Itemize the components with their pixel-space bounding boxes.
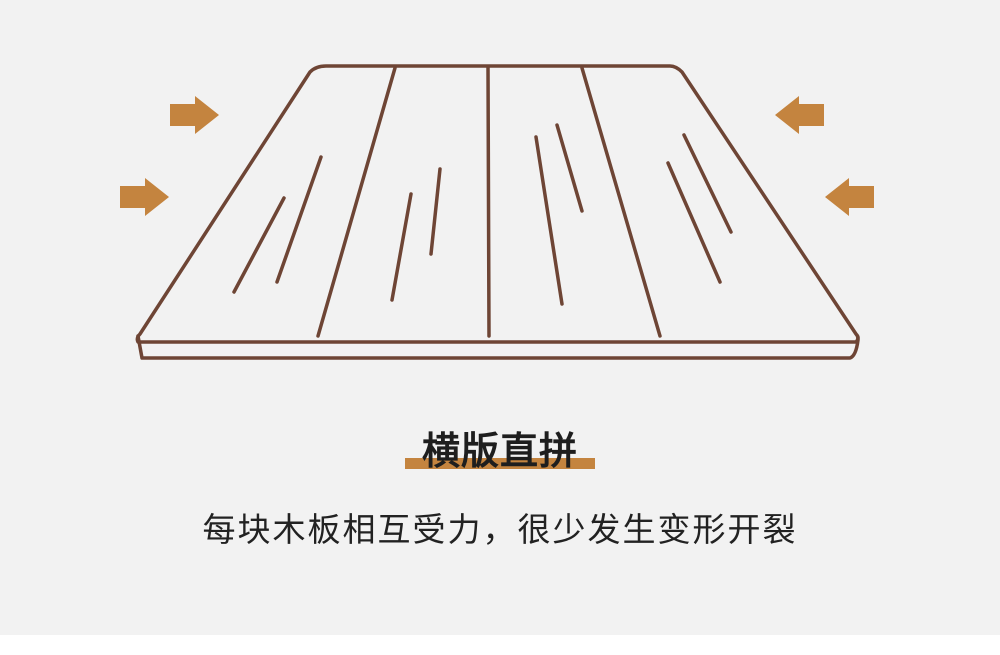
grain-line (682, 133, 733, 234)
title-underline (405, 458, 595, 469)
arrow-right-icon (120, 178, 169, 216)
board-top-outline (135, 64, 860, 344)
grain-line (534, 135, 564, 306)
plank-seam (316, 66, 397, 338)
grain-line (429, 167, 442, 256)
background-panel (0, 0, 1000, 635)
subtitle: 每块木板相互受力，很少发生变形开裂 (202, 510, 798, 549)
arrow-left-icon (775, 96, 824, 134)
arrow-right-icon (170, 96, 219, 134)
title: 横版直拼 (0, 420, 1000, 475)
plank-seam (580, 66, 662, 338)
grain-line (555, 123, 584, 213)
plank-seam (486, 65, 491, 338)
grain-line (275, 155, 323, 284)
board-front-edge (136, 334, 860, 360)
title-text: 横版直拼 (421, 429, 578, 473)
grain-line (390, 192, 413, 302)
grain-line (666, 161, 722, 284)
grain-line (232, 196, 286, 294)
arrow-left-icon (825, 178, 874, 216)
